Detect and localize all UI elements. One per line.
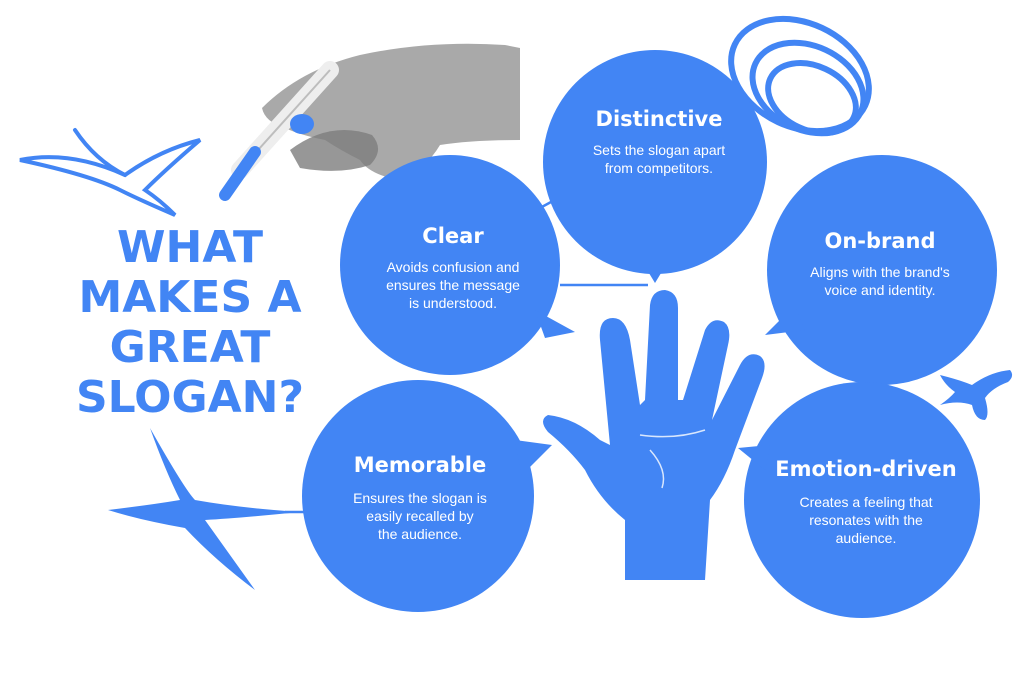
bubble-clear-line: Avoids confusion and xyxy=(387,259,520,275)
bubble-distinctive-title: Distinctive xyxy=(596,107,723,131)
bubble-memorable-title: Memorable xyxy=(354,453,486,477)
bubble-emotion-driven-line: resonates with the xyxy=(809,512,923,528)
bubble-memorable-line: Ensures the slogan is xyxy=(353,490,487,506)
bubble-memorable: Memorable Ensures the slogan is easily r… xyxy=(302,380,552,612)
bubble-clear-line: ensures the message xyxy=(386,277,520,293)
bubble-on-brand-title: On-brand xyxy=(824,229,935,253)
bubble-emotion-driven-line: Creates a feeling that xyxy=(799,494,932,510)
title-line: MAKES A xyxy=(78,272,301,323)
bubble-distinctive-line: from competitors. xyxy=(605,160,713,176)
title-line: GREAT xyxy=(110,322,271,373)
sparkle-star-icon xyxy=(19,128,202,217)
bubble-distinctive-line: Sets the slogan apart xyxy=(593,142,725,158)
bubble-on-brand-line: voice and identity. xyxy=(824,282,935,298)
bubble-memorable-line: the audience. xyxy=(378,526,462,542)
page-title: WHAT MAKES A GREAT SLOGAN? xyxy=(76,222,304,423)
bubble-emotion-driven-line: audience. xyxy=(836,530,897,546)
bubble-on-brand-line: Aligns with the brand's xyxy=(810,264,950,280)
bubble-emotion-driven-title: Emotion-driven xyxy=(775,457,956,481)
title-line: SLOGAN? xyxy=(76,372,304,423)
raised-hand-icon xyxy=(543,290,765,580)
sparkle-star-icon xyxy=(108,428,300,590)
spiral-doodle-icon xyxy=(728,15,872,137)
bubble-distinctive: Distinctive Sets the slogan apart from c… xyxy=(543,50,767,283)
bubble-clear: Clear Avoids confusion and ensures the m… xyxy=(340,155,575,375)
bubble-clear-line: is understood. xyxy=(409,295,497,311)
bubble-on-brand: On-brand Aligns with the brand's voice a… xyxy=(765,155,997,385)
title-line: WHAT xyxy=(117,222,263,273)
hand-holding-pen-icon xyxy=(219,43,520,201)
bubble-emotion-driven: Emotion-driven Creates a feeling that re… xyxy=(738,382,980,618)
bubble-clear-title: Clear xyxy=(422,224,484,248)
splash-blob-icon xyxy=(940,370,1013,420)
bubble-memorable-line: easily recalled by xyxy=(366,508,473,524)
